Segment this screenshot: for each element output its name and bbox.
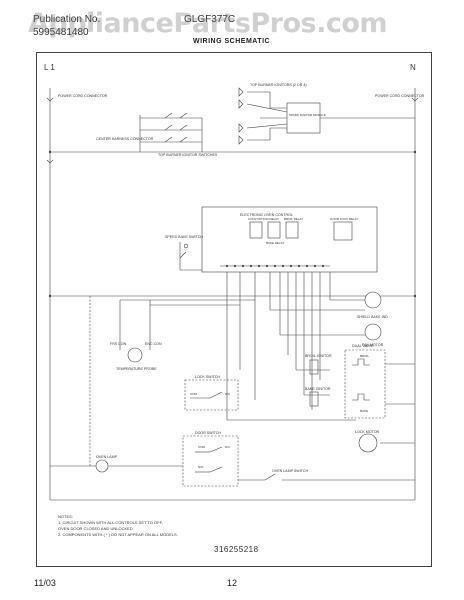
top-burner-ignitors-label: TOP BURNER IGNITORS (2 OR 4) [250, 83, 307, 87]
relay-1-label: CONV MOTOR RELAY [248, 217, 279, 221]
door-switch-no: N/O [198, 465, 204, 469]
dual-valve-bake: BAKE [360, 409, 368, 413]
oven-lamp-label: OVEN LAMP [96, 455, 118, 459]
publication-label: Publication No. [33, 14, 101, 25]
diagram-title: WIRING SCHEMATIC [193, 38, 271, 45]
fan-motor-label: FAN MOTOR [362, 343, 384, 347]
model-number: GLGF377C [184, 14, 236, 25]
power-cord-left-label: POWER CORD CONNECTOR [58, 94, 108, 98]
lock-switch-label: LOCK SWITCH [195, 375, 220, 379]
footer-date: 11/03 [34, 578, 56, 588]
broil-ignitor-label: BROIL IGNITOR [305, 354, 332, 358]
oven-control-label: ELECTRONIC OVEN CONTROL [240, 213, 293, 217]
note-1b: OVEN DOOR CLOSED AND UNLOCKED. [58, 526, 134, 531]
notes-heading: NOTES: [58, 514, 73, 519]
schematic-notes: NOTES: 1. CIRCUIT SHOWN WITH ALL CONTROL… [58, 514, 178, 538]
schematic-frame [36, 52, 432, 567]
speed-bake-label: SPEED BAKE SWITCH [165, 235, 203, 239]
lock-motor-label: LOCK MOTOR [355, 430, 379, 434]
part-number: 316255218 [214, 545, 259, 554]
lock-switch-nc: N/C [225, 392, 231, 396]
power-cord-right-label: POWER CORD CONNECTOR [375, 94, 425, 98]
note-2: 2. COMPONENTS WITH ( * ) DO NOT APPEAR O… [58, 532, 178, 537]
center-harness-label: CENTER HARNESS CONNECTOR [96, 137, 154, 141]
shield-bake-label: SHIELD BAKE IND [357, 315, 388, 319]
oven-lamp-switch-label: OVEN LAMP SWITCH [272, 469, 308, 473]
dual-valve-label: DUAL VALVE [352, 344, 374, 348]
spark-module-label: SPARK IGNITOR MODULE [289, 113, 326, 117]
enc-con-label: ENC CON [145, 342, 162, 346]
door-switch-com: COM [198, 445, 206, 449]
rail-right-label: N [410, 63, 416, 72]
footer-page: 12 [227, 578, 238, 588]
dual-valve-broil: BROIL [360, 354, 369, 358]
relay-3-label: BROIL RELAY [284, 217, 303, 221]
watermark: AppliancePartsPros.com [28, 8, 388, 39]
frs-con-label: FRS CON [110, 342, 127, 346]
note-1: 1. CIRCUIT SHOWN WITH ALL CONTROLS SET T… [58, 520, 163, 525]
relay-4-label: DOOR LOCK RELAY [330, 217, 358, 221]
relay-2-label: BAKE RELAY [266, 241, 284, 245]
door-switch-nc: N/C [225, 445, 231, 449]
rail-left-label: L 1 [44, 63, 55, 72]
lock-switch-com: COM [190, 392, 198, 396]
bake-ignitor-label: BAKE IGNITOR [305, 387, 331, 391]
door-switch-label: DOOR SWITCH [195, 431, 221, 435]
publication-number: 5995481480 [33, 27, 89, 38]
top-burner-switches-label: TOP BURNER IGNITOR SWITCHES [158, 153, 218, 157]
temp-probe-label: TEMPERATURE PROBE [116, 367, 157, 371]
